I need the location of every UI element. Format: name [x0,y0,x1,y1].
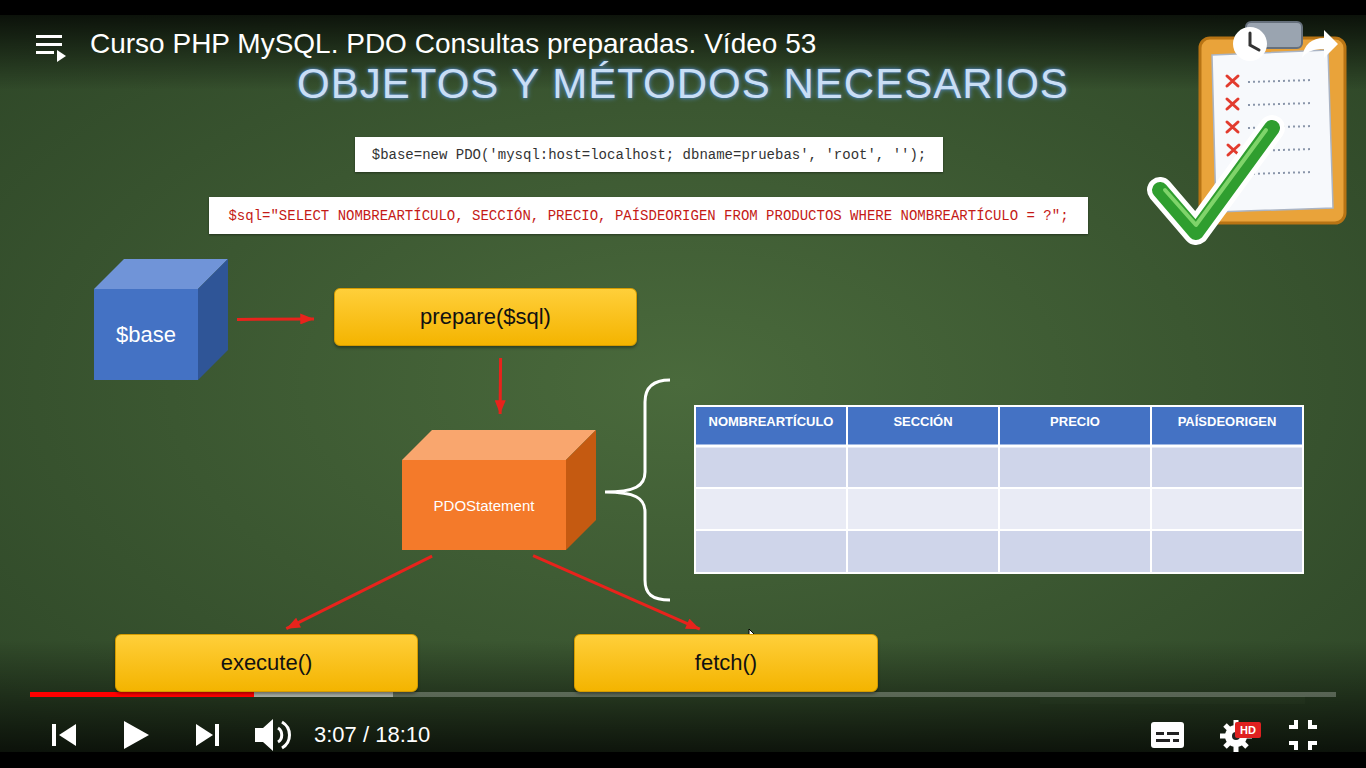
arrow-connector [499,358,503,414]
method-box: execute() [115,634,418,692]
table-header: SECCIÓN [847,406,999,446]
node-text: $sql="SELECT NOMBREARTÍCULO, SECCIÓN, PR… [228,208,1068,224]
node-text: fetch() [695,650,757,676]
time-display: 3:07 / 18:10 [314,722,430,748]
table-header: PRECIO [999,406,1151,446]
cube-face [566,430,596,550]
progress-bar [30,692,1336,697]
node-text: $base [116,322,176,348]
share-icon [1302,30,1338,58]
code-line: $sql="SELECT NOMBREARTÍCULO, SECCIÓN, PR… [209,197,1088,234]
arrow-connector [286,556,432,629]
cube-face [94,289,198,380]
cube-face [402,460,566,550]
curly-bracket [605,380,670,600]
node-text: prepare($sql) [420,304,551,330]
code-line: $base=new PDO('mysql:host=localhost; dbn… [355,137,943,172]
node-text: $base=new PDO('mysql:host=localhost; dbn… [372,147,927,163]
clipboard-illustration [1160,22,1345,232]
table-header: NOMBREARTÍCULO [695,406,847,446]
arrow-connector [533,556,700,630]
cube-front-face: $base [94,289,198,380]
node-text: PDOStatement [434,497,535,514]
object-cube: PDOStatement [402,430,596,550]
table-header: PAÍSDEORIGEN [1151,406,1303,446]
cube-face [402,430,596,460]
node-text: execute() [221,650,313,676]
arrow-connector [237,317,314,321]
slide-heading: OBJETOS Y MÉTODOS NECESARIOS [0,60,1366,108]
player-controls [52,719,1317,752]
cube-face [198,259,228,380]
watch-later-icon [1233,27,1267,61]
cube-front-face: PDOStatement [402,460,566,550]
result-table [695,406,1303,573]
cube-shape [94,259,228,380]
playlist-icon [36,35,66,62]
method-box: fetch() [574,634,878,692]
object-cube: $base [94,259,228,380]
hd-badge: HD [1235,722,1261,738]
cube-shape [402,430,596,550]
method-box: prepare($sql) [334,288,637,346]
video-title: Curso PHP MySQL. PDO Consultas preparada… [90,28,816,60]
